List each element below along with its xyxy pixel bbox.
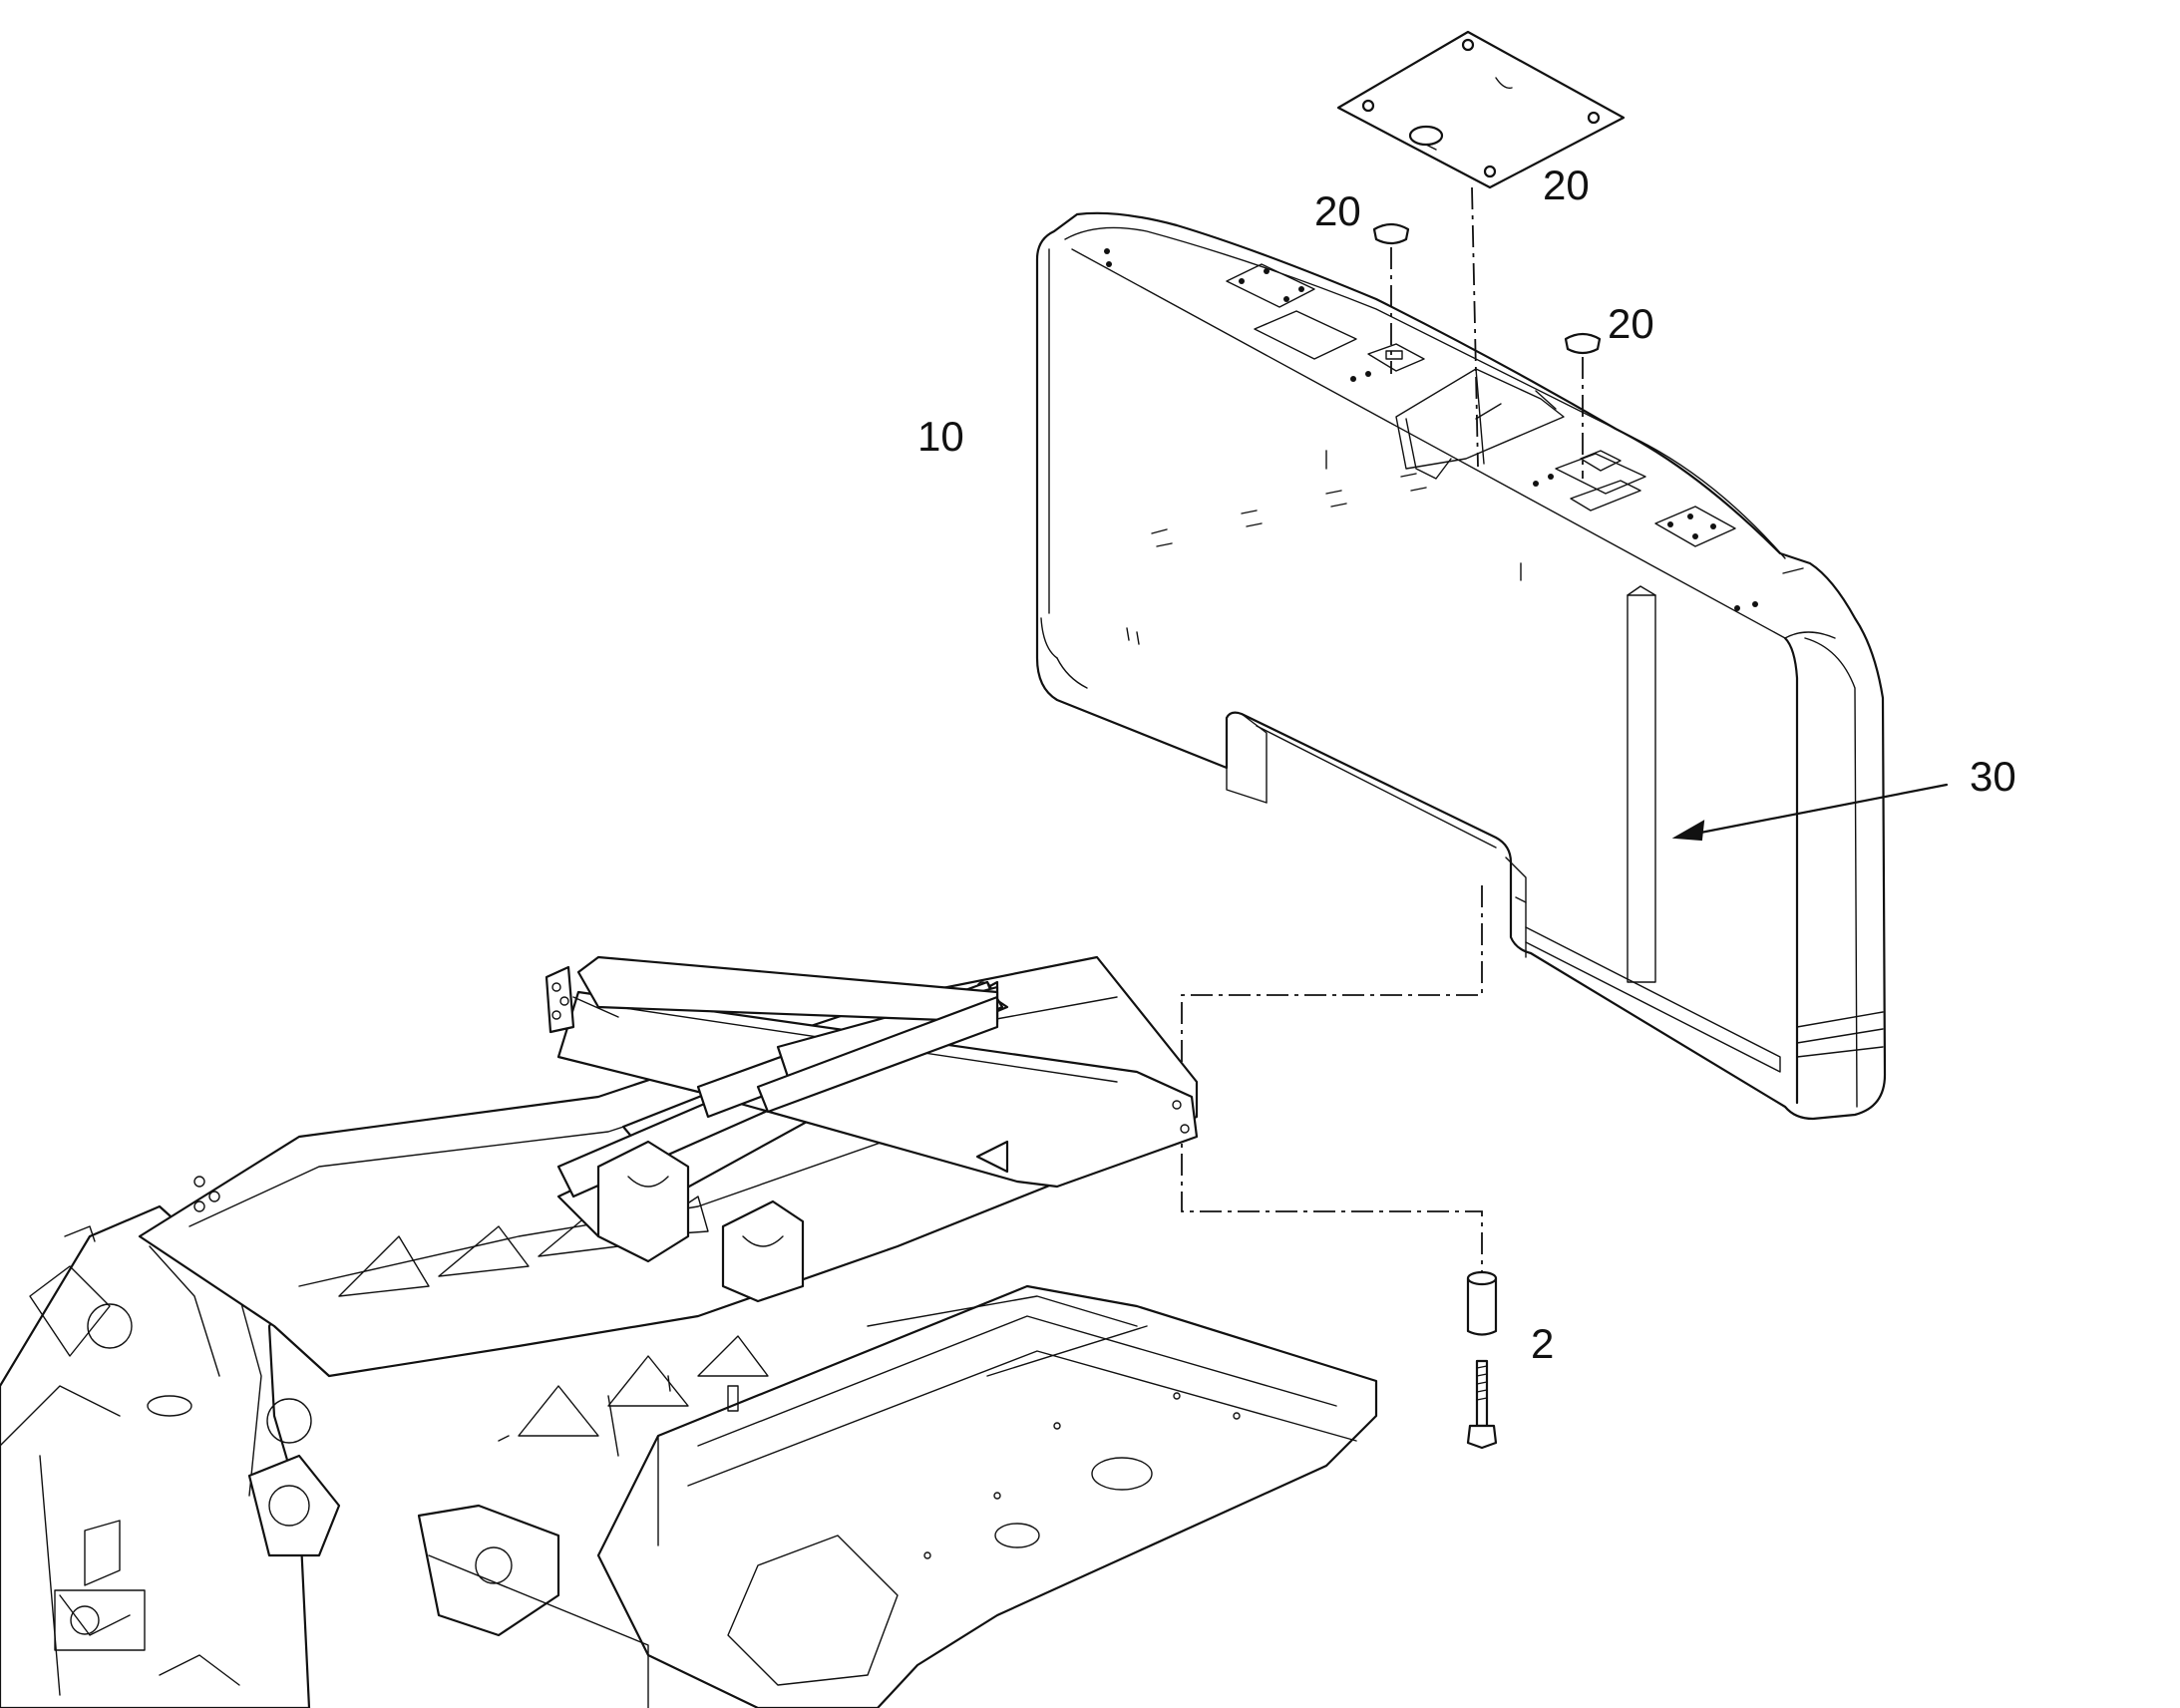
cover-plate: [1336, 30, 1626, 189]
callout-10: 10: [917, 413, 964, 460]
callout-2: 2: [1531, 1320, 1554, 1367]
callout-20-cap-left: 20: [1314, 187, 1361, 234]
cap-right: [1564, 332, 1602, 355]
spacer-and-bolt: [1466, 1270, 1498, 1450]
cap-left: [1372, 222, 1410, 245]
callout-30: 30: [1970, 753, 2016, 800]
counterweight-body: [1035, 211, 1887, 1121]
callout-20-cover-plate: 20: [1543, 162, 1590, 208]
chassis-frame: [0, 955, 1378, 1708]
pointer-30-leader: [1671, 783, 1949, 842]
assembly-lines: [1181, 186, 1584, 1271]
callout-20-cap-right: 20: [1608, 300, 1654, 347]
